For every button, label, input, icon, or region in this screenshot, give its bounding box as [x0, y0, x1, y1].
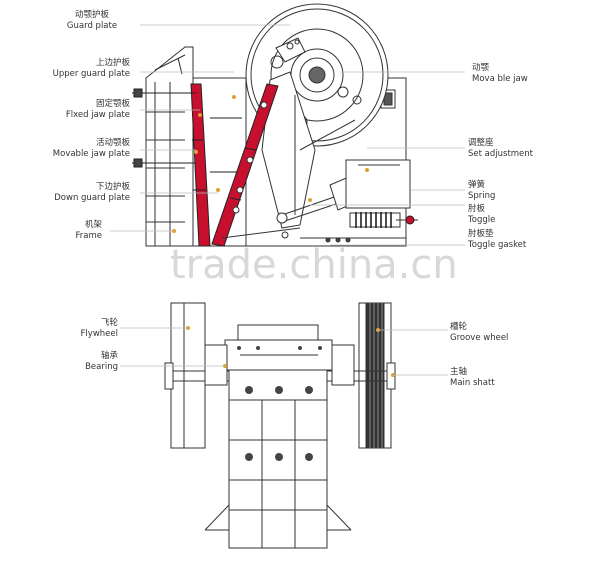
label-bearing-en: Bearing [85, 362, 118, 372]
label-set-adjustment: 调整座 Set adjustment [468, 138, 533, 160]
label-fixed-jaw-plate-cn: 固定颚板 [95, 99, 130, 109]
leader-lines-front [120, 327, 448, 376]
label-down-guard-plate-en: Down guard plate [54, 193, 130, 203]
label-flywheel: 飞轮 Flywheel [40, 318, 118, 340]
label-main-shaft-en: Main shatt [450, 378, 495, 388]
toggle-mechanism [221, 159, 418, 243]
label-frame-en: Frame [75, 231, 102, 241]
label-main-shaft-cn: 主轴 [450, 367, 468, 377]
label-down-guard-plate-cn: 下边护板 [95, 182, 130, 192]
leader-lines-side [110, 24, 465, 246]
flywheel-front [164, 302, 206, 449]
label-movable-jaw-cn: 动颚 [472, 63, 490, 73]
groove-wheel-front [358, 302, 396, 449]
label-upper-guard-plate: 上边护板 Upper guard plate [20, 58, 130, 80]
label-upper-guard-plate-cn: 上边护板 [95, 58, 130, 68]
label-upper-guard-plate-en: Upper guard plate [52, 69, 130, 79]
label-frame: 机架 Frame [40, 220, 102, 242]
label-movable-jaw-plate-en: Movable jaw plate [52, 149, 130, 159]
label-movable-jaw-plate: 活动颚板 Movable jaw plate [20, 138, 130, 160]
movable-jaw-plate [211, 83, 279, 247]
fixed-jaw-plate [190, 83, 211, 247]
guard-plate-top [275, 37, 306, 63]
label-flywheel-en: Flywheel [80, 329, 118, 339]
label-set-adjustment-cn: 调整座 [468, 138, 494, 148]
label-spring-en: Spring [468, 191, 496, 201]
label-spring: 弹簧 Spring [468, 180, 495, 202]
spring-coils [355, 212, 392, 228]
label-frame-cn: 机架 [84, 220, 102, 230]
label-down-guard-plate: 下边护板 Down guard plate [20, 182, 130, 204]
label-movable-jaw: 动颚 Mova ble jaw [472, 63, 528, 85]
label-movable-jaw-en: Mova ble jaw [472, 74, 528, 84]
label-main-shaft: 主轴 Main shatt [450, 367, 495, 389]
label-toggle-gasket-en: Toggle gasket [468, 240, 527, 250]
label-fixed-jaw-plate-en: Flxed jaw plate [65, 110, 130, 120]
label-toggle: 肘板 Toggle [468, 204, 495, 226]
label-groove-wheel-cn: 槽轮 [450, 322, 468, 332]
label-toggle-en: Toggle [468, 215, 496, 225]
label-bearing-cn: 轴承 [100, 351, 118, 361]
label-guard-plate: 动颚护板 Guard plate [52, 10, 132, 32]
label-toggle-gasket-cn: 肘板垫 [468, 229, 494, 239]
label-movable-jaw-plate-cn: 活动颚板 [95, 138, 130, 148]
watermark-text: trade.china.cn [170, 242, 458, 288]
side-view [110, 3, 465, 247]
label-spring-cn: 弹簧 [468, 180, 486, 190]
label-fixed-jaw-plate: 固定颚板 Flxed jaw plate [20, 99, 130, 121]
front-bolts [237, 346, 322, 461]
label-groove-wheel-en: Groove wheel [450, 333, 509, 343]
front-frame-body [204, 324, 355, 549]
front-view [120, 302, 448, 549]
label-toggle-gasket: 肘板垫 Toggle gasket [468, 229, 526, 251]
label-guard-plate-cn: 动颚护板 [74, 10, 109, 20]
movable-jaw-body [261, 71, 356, 229]
label-guard-plate-en: Guard plate [66, 21, 118, 31]
label-toggle-cn: 肘板 [468, 204, 486, 214]
label-set-adjustment-en: Set adjustment [468, 149, 534, 159]
label-flywheel-cn: 飞轮 [100, 318, 118, 328]
label-bearing: 轴承 Bearing [40, 351, 118, 373]
tie-rods [132, 88, 242, 173]
label-groove-wheel: 槽轮 Groove wheel [450, 322, 508, 344]
